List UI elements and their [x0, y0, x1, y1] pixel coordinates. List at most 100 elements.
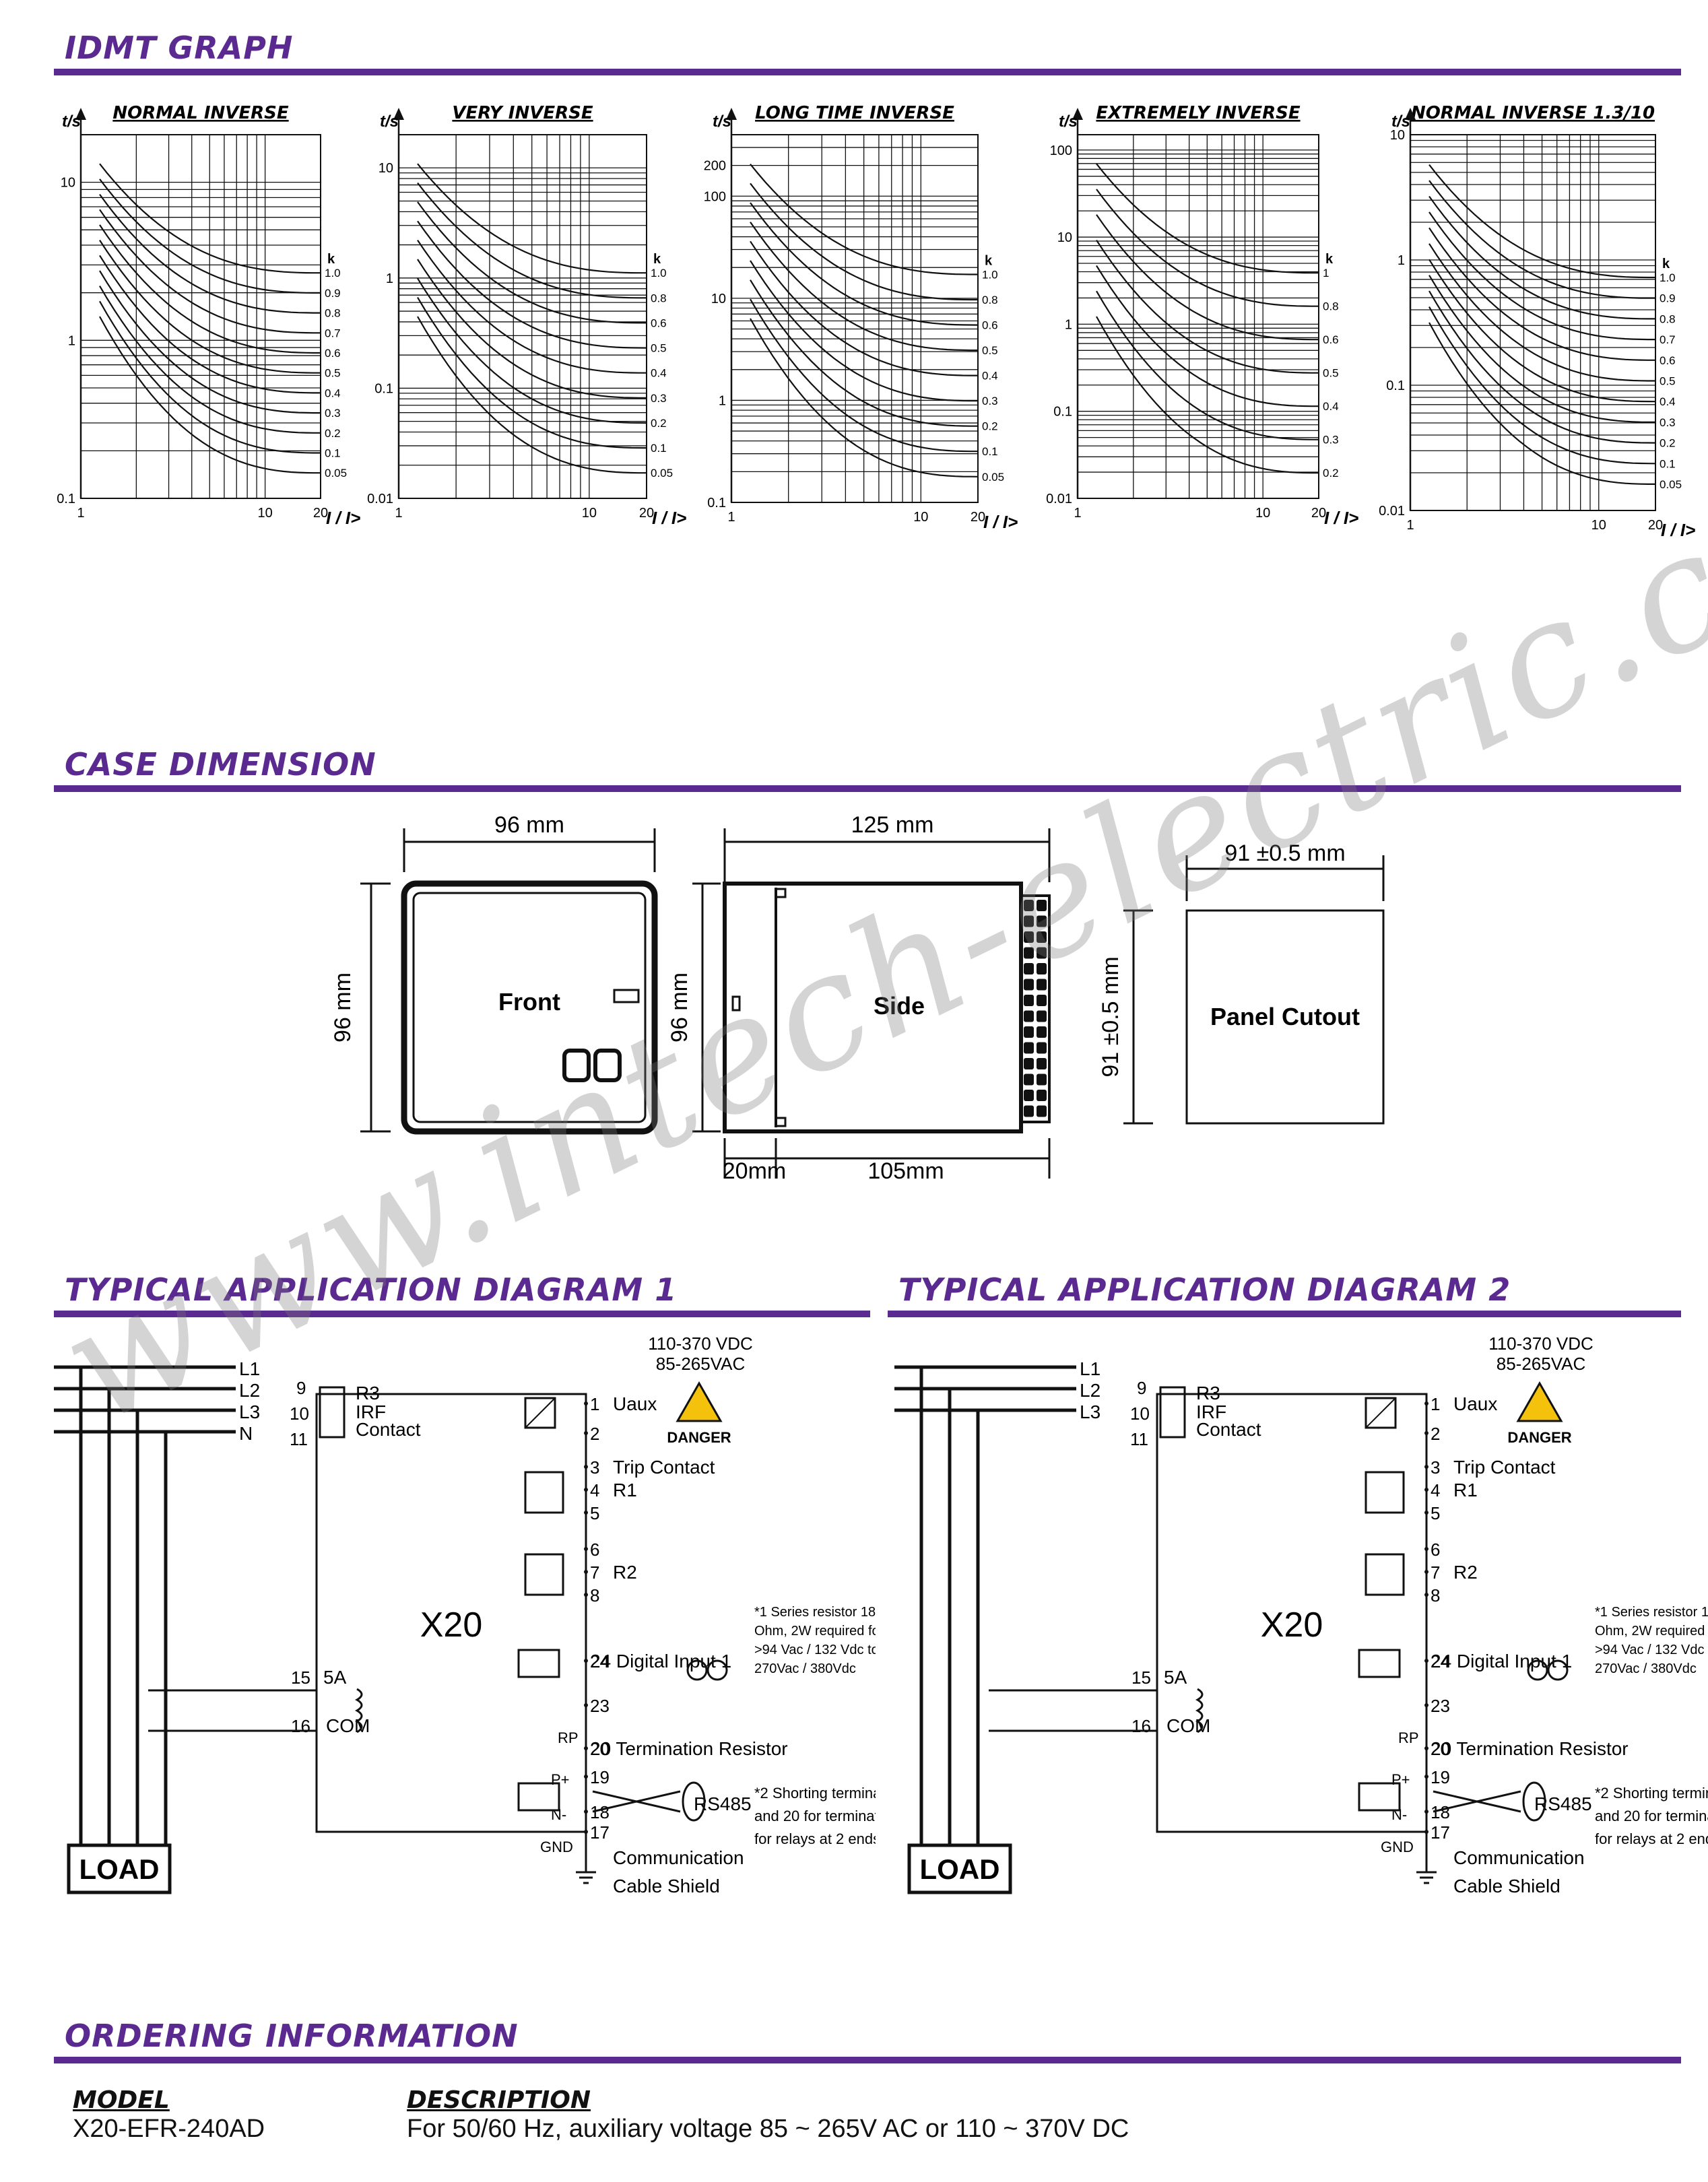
vent-slot: [1037, 963, 1047, 974]
vent-slot: [1037, 979, 1047, 991]
diagram-text: Contact: [1196, 1419, 1261, 1440]
diagram-text: *1 Series resistor 18k: [754, 1605, 876, 1620]
y-axis-arrow: [1072, 108, 1083, 120]
vent-slot: [1037, 931, 1047, 943]
diagram-text: L3: [239, 1401, 260, 1422]
diagram-text: 15: [1131, 1667, 1151, 1688]
idmt-curve: [417, 259, 647, 399]
idmt-curve: [750, 202, 979, 326]
y-tick-label: 1: [1398, 253, 1405, 268]
idmt-curve: [417, 297, 647, 449]
curve-k-label: 1.0: [1660, 271, 1676, 284]
curve-k-label: 0.6: [651, 317, 667, 329]
diagram-text: RP: [1398, 1729, 1419, 1746]
diagram-text: 15: [291, 1667, 310, 1688]
vent-slot: [1037, 1058, 1047, 1069]
vent-slot: [1037, 1090, 1047, 1101]
y-tick-label: 10: [379, 161, 393, 176]
vent-slot: [1037, 1042, 1047, 1054]
side-width-label: 125 mm: [851, 812, 934, 838]
y-axis-label: t/s: [380, 112, 399, 131]
diagram-text: Trip Contact: [1453, 1457, 1556, 1478]
relay-contact-icon: [1365, 1471, 1405, 1514]
terminal-dot: [584, 1431, 588, 1435]
diagram-text: RP: [558, 1729, 579, 1746]
diagram-text: 10: [1130, 1403, 1150, 1424]
terminal-dot: [584, 1465, 588, 1469]
diagram-text: Communication: [613, 1847, 744, 1868]
k-label: k: [985, 253, 993, 268]
diagram-text: 20 Termination Resistor: [590, 1738, 788, 1759]
diagram-text: 20: [1431, 1739, 1450, 1759]
curve-k-label: 0.2: [1323, 467, 1339, 480]
vent-slot: [1024, 1090, 1034, 1101]
diagram-text: 2: [590, 1424, 599, 1444]
terminal-dot: [584, 1593, 588, 1597]
vent-slot: [1037, 1105, 1047, 1117]
y-tick-label: 10: [61, 176, 75, 191]
terminal-dot: [584, 1659, 588, 1663]
relay-outline: [1156, 1393, 1428, 1833]
wire: [1365, 1397, 1396, 1428]
resistor-icon: [686, 1659, 708, 1681]
side-height-label: 96 mm: [667, 972, 692, 1043]
section-rule: [888, 1311, 1681, 1317]
diagram-text: 5A: [323, 1667, 347, 1688]
terminal-dot: [1424, 1593, 1428, 1597]
danger-icon: [1516, 1381, 1563, 1422]
section-rule: [54, 2057, 1681, 2063]
idmt-curve: [750, 183, 978, 301]
diagram-text: 23: [1431, 1696, 1450, 1716]
diagram-text: 2: [1431, 1424, 1440, 1444]
curve-k-label: 0.8: [982, 294, 998, 306]
diagram-text: Ohm, 2W required for: [1595, 1624, 1708, 1639]
power-supply-icon: [1365, 1397, 1397, 1429]
idmt-curve: [750, 318, 979, 477]
curve-k-label: 0.1: [325, 447, 341, 460]
vent-slot: [1024, 995, 1034, 1006]
idmt-curve: [1428, 243, 1655, 382]
diagram-text: 11: [290, 1429, 308, 1449]
side-front-depth: 20mm: [723, 1158, 786, 1184]
idmt-curve: [1428, 180, 1655, 299]
panel-cutout-view: [1123, 855, 1385, 1125]
diagram-text: 11: [1130, 1429, 1148, 1449]
terminal-dot: [1424, 1746, 1428, 1750]
load-box: [67, 1843, 172, 1894]
diagram-text: P+: [1391, 1771, 1410, 1788]
diagram-text: L1: [1080, 1358, 1101, 1379]
diagram-text: 7: [1431, 1562, 1440, 1583]
idmt-curve: [99, 209, 321, 334]
vent-slot: [1037, 1026, 1047, 1038]
diagram-text: R2: [613, 1562, 637, 1583]
y-tick-label: 0.1: [1053, 405, 1072, 420]
curve-k-label: 0.3: [982, 395, 998, 407]
section-rule: [54, 69, 1681, 75]
curve-k-label: 0.5: [1323, 367, 1339, 380]
terminal-dot: [1424, 1431, 1428, 1435]
y-axis-label: t/s: [62, 112, 81, 131]
relay-contact-icon: [1365, 1553, 1405, 1596]
terminal-dot: [584, 1547, 588, 1551]
x-tick-label: 20: [639, 506, 654, 521]
idmt-curve: [99, 270, 321, 414]
curve-k-label: 0.1: [1660, 457, 1676, 470]
y-tick-label: 10: [1057, 230, 1072, 245]
diagram-text: 270Vac / 380Vdc: [754, 1661, 856, 1676]
front-width-label: 96 mm: [494, 812, 564, 838]
diagram-text: 16: [1131, 1716, 1151, 1736]
diagram-text: 9: [296, 1378, 306, 1398]
vent-slot: [1024, 1058, 1034, 1069]
idmt-curve: [1428, 306, 1656, 465]
terminal-dot: [1424, 1570, 1428, 1574]
ct-coil-icon: [1195, 1688, 1204, 1733]
diagram-text: 19: [1431, 1767, 1450, 1787]
idmt-curve: [750, 279, 978, 427]
y-axis-label: t/s: [1391, 112, 1410, 131]
terminal-dot: [584, 1746, 588, 1750]
curve-k-label: 0.05: [325, 467, 347, 480]
idmt-curve: [750, 298, 978, 453]
diagram-text: Cable Shield: [613, 1876, 720, 1896]
